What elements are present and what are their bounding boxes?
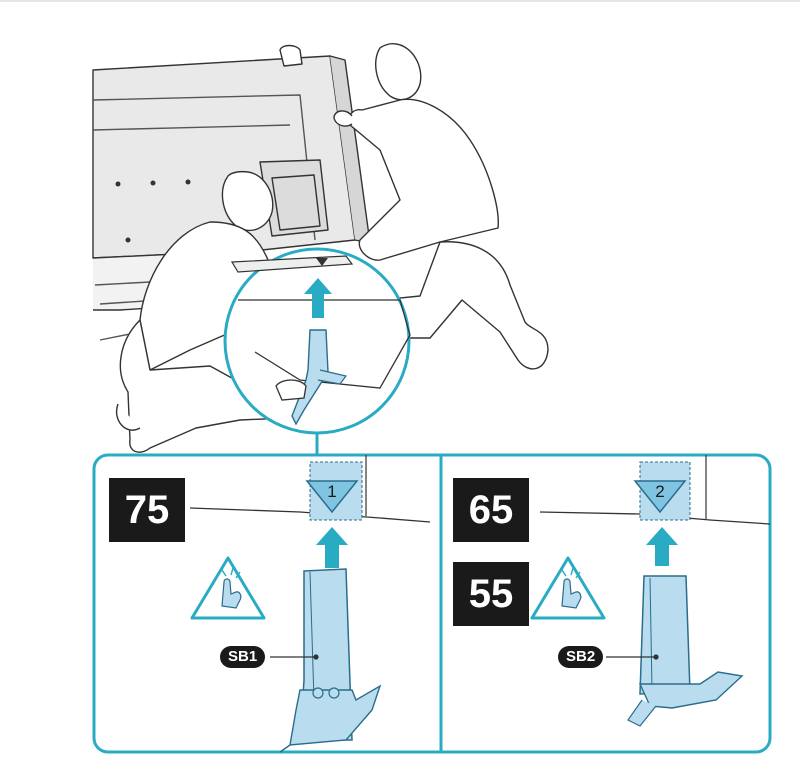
size-badge-75: 75: [109, 478, 185, 542]
step-triangle-left: [305, 480, 359, 514]
step-triangle-right: [633, 480, 687, 514]
insert-arrow-right: [646, 527, 678, 566]
part-label-sb2: SB2: [558, 646, 604, 668]
person-standing: [333, 43, 549, 370]
step-number-2: 2: [655, 482, 665, 501]
insert-arrow-left: [316, 527, 348, 568]
tv-scene: [92, 43, 549, 453]
size-badge-65: 65: [453, 478, 529, 542]
step-number-1: 1: [327, 482, 337, 501]
panel-left-drawing: [189, 455, 431, 753]
zoom-callout: [223, 247, 411, 455]
stand-sb2: [639, 575, 691, 695]
caution-finger-icon: [530, 556, 606, 620]
tv-screw-holes: [115, 179, 191, 243]
size-badge-55: 55: [453, 562, 529, 626]
caution-finger-icon: [190, 556, 266, 620]
panels-frame: [92, 453, 772, 754]
insert-arrow-zoom: [304, 278, 332, 318]
part-label-sb1: SB1: [220, 646, 266, 668]
panel-right-drawing: [539, 455, 771, 727]
stand-part-zoom: [291, 329, 329, 426]
hand-top: [279, 44, 303, 67]
tv-slot-marker: [316, 258, 328, 266]
